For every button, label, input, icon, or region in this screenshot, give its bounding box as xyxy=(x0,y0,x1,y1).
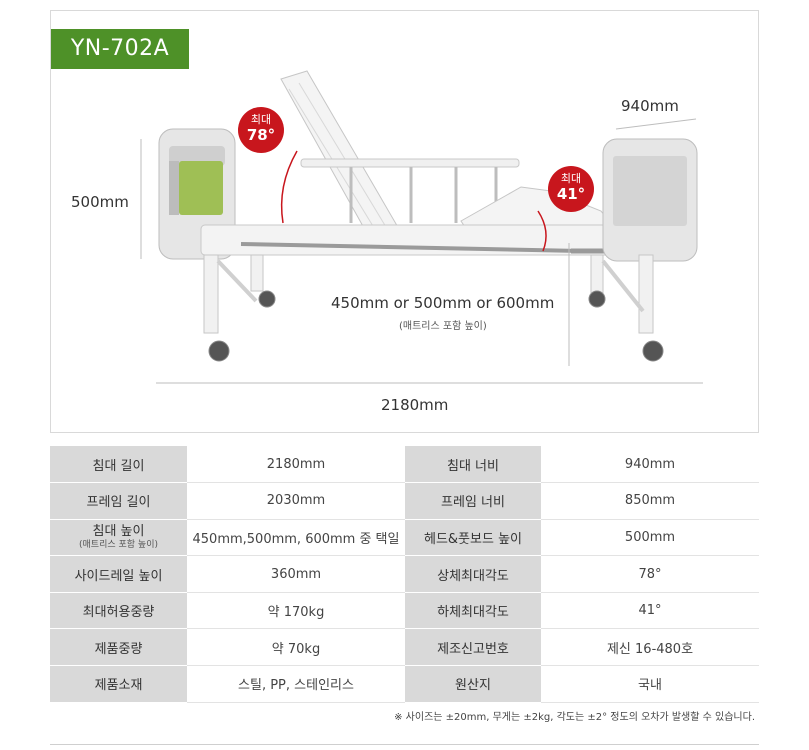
spec-value: 국내 xyxy=(541,665,759,703)
spec-key: 사이드레일 높이 xyxy=(50,555,187,593)
spec-key: 하체최대각도 xyxy=(405,592,541,630)
head-angle-label: 최대 xyxy=(250,113,272,126)
spec-value: 2180mm xyxy=(187,446,405,484)
head-angle-value: 78° xyxy=(246,126,276,144)
foot-angle-label: 최대 xyxy=(560,172,582,185)
foot-angle-badge: 최대 41° xyxy=(548,166,594,212)
right-footboard xyxy=(602,138,698,262)
width-dimension: 940mm xyxy=(621,97,679,115)
spec-value: 940mm xyxy=(541,446,759,484)
dimension-lines xyxy=(140,118,703,384)
spec-value: 약 70kg xyxy=(187,628,405,667)
spec-key: 상체최대각도 xyxy=(405,555,541,593)
height-dimension: 500mm xyxy=(71,193,129,211)
spec-key: 최대허용중량 xyxy=(50,592,187,630)
spec-key: 제품소재 xyxy=(50,665,187,703)
spec-key: 헤드&풋보드 높이 xyxy=(405,519,541,557)
bottom-divider xyxy=(50,744,759,750)
spec-key: 프레임 길이 xyxy=(50,482,187,520)
spec-value: 500mm xyxy=(541,519,759,557)
bed-legs xyxy=(203,254,654,334)
spec-key: 프레임 너비 xyxy=(405,482,541,520)
spec-key: 침대 너비 xyxy=(405,446,541,484)
spec-key: 제조신고번호 xyxy=(405,628,541,667)
spec-value: 2030mm xyxy=(187,482,405,520)
product-image-panel: YN-702A xyxy=(50,10,759,433)
spec-row: 침대 높이(매트리스 포함 높이)450mm,500mm, 600mm 중 택일… xyxy=(50,519,759,557)
model-tag: YN-702A xyxy=(51,29,189,69)
backrest xyxy=(280,70,400,238)
bed-illustration xyxy=(140,70,703,384)
length-dimension: 2180mm xyxy=(381,396,449,414)
spec-value: 제신 16-480호 xyxy=(541,628,759,667)
spec-key: 제품중량 xyxy=(50,628,187,667)
spec-value: 약 170kg xyxy=(187,592,405,630)
foot-angle-value: 41° xyxy=(556,185,586,203)
foot-angle-arc xyxy=(537,210,547,252)
spec-key-subtext: (매트리스 포함 높이) xyxy=(79,539,158,550)
main-frame xyxy=(200,224,682,256)
bed-height-note: (매트리스 포함 높이) xyxy=(399,321,487,332)
spec-value: 850mm xyxy=(541,482,759,520)
spec-value: 78° xyxy=(541,555,759,593)
spec-value: 450mm,500mm, 600mm 중 택일 xyxy=(187,519,405,557)
spec-value: 41° xyxy=(541,592,759,630)
spec-key: 원산지 xyxy=(405,665,541,703)
spec-value: 스틸, PP, 스테인리스 xyxy=(187,665,405,703)
spec-key-text: 침대 높이 xyxy=(92,523,145,539)
side-rail xyxy=(300,158,520,223)
spec-value: 360mm xyxy=(187,555,405,593)
bed-height-dimension: 450mm or 500mm or 600mm xyxy=(331,294,555,312)
left-headboard xyxy=(158,128,236,260)
spec-key: 침대 길이 xyxy=(50,446,187,484)
tolerance-note: ※ 사이즈는 ±20mm, 무게는 ±2kg, 각도는 ±2° 정도의 오차가 … xyxy=(394,712,755,723)
head-angle-arc xyxy=(280,150,298,224)
head-angle-badge: 최대 78° xyxy=(238,107,284,153)
casters xyxy=(208,290,664,362)
spec-key: 침대 높이(매트리스 포함 높이) xyxy=(50,519,187,557)
